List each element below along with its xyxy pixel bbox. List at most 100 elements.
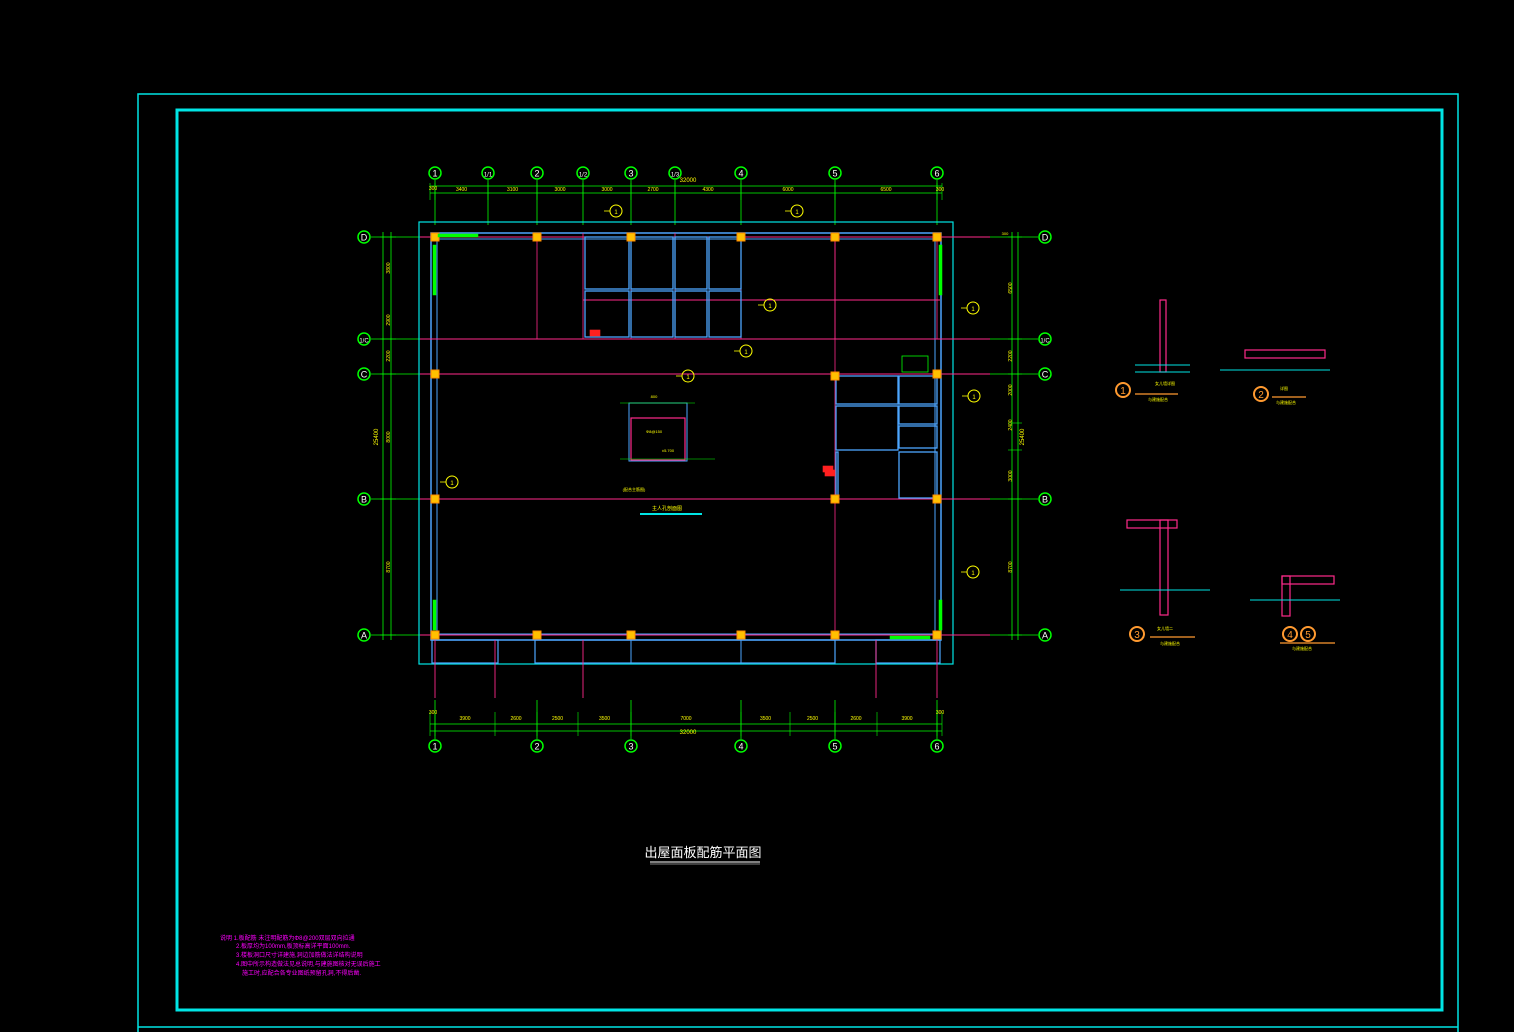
bottom-axis-5-bubble — [930, 739, 944, 753]
right-axis-0-bubble — [1038, 230, 1052, 244]
note-line: 3.楼板洞口尺寸详建施,洞边加筋做法详结构说明 — [236, 951, 363, 959]
perimeter-wall — [430, 232, 942, 641]
top-axis-2-label: 2 — [534, 169, 539, 179]
top-axis-3-label: 1/2 — [579, 173, 588, 179]
top-axis-2-bubble — [530, 166, 544, 180]
left-axis-4-bubble — [357, 628, 371, 642]
right-axis-4-label: A — [1042, 631, 1048, 641]
outer-frame — [137, 93, 1459, 1032]
balcony-right — [875, 639, 941, 664]
top-axis-5-label: 1/3 — [671, 173, 680, 179]
left-dim-value: 2200 — [386, 350, 392, 361]
top-axis-7-label: 5 — [832, 169, 837, 179]
right-axis-3-label: B — [1042, 495, 1048, 505]
top-dim-value: 6000 — [782, 187, 793, 193]
column — [932, 369, 942, 379]
left-axis-2-label: C — [361, 370, 368, 380]
right-dim-value: 6500 — [1008, 282, 1014, 293]
right-axis-0-label: D — [1042, 233, 1049, 243]
balcony-left — [431, 639, 499, 664]
top-dim-value: 4300 — [702, 187, 713, 193]
right-dim-value: 2200 — [1008, 350, 1014, 361]
top-dim-value: 3000 — [554, 187, 565, 193]
column — [430, 494, 440, 504]
detail-4-bubble — [1282, 626, 1298, 642]
detail-4-bubble-num: 4 — [1287, 630, 1293, 641]
bottom-axis-2-bubble — [624, 739, 638, 753]
bottom-axis-1-label: 2 — [534, 742, 539, 752]
bottom-dim-value: 2600 — [510, 716, 521, 722]
bottom-dim-value: 2500 — [552, 716, 563, 722]
bottom-axis-0-label: 1 — [432, 742, 437, 752]
detail-3-bubble-num: 3 — [1134, 630, 1140, 641]
bottom-axis-2-label: 3 — [628, 742, 633, 752]
general-notes: 说明 1.板配筋 未注明配筋为Φ8@200双层双向拉通 2.板厚均为100mm,… — [220, 934, 381, 977]
top-dim-value: 3100 — [507, 187, 518, 193]
column — [626, 630, 636, 640]
perimeter-wall-inner — [436, 238, 936, 635]
total-height-right: 25400 — [1020, 428, 1026, 445]
section-mark-number: 1 — [686, 375, 690, 381]
top-dim-value: 300 — [429, 186, 438, 192]
detail-3-sub: 与建施配合 — [1160, 640, 1180, 646]
elevator-room — [898, 375, 938, 405]
right-dim-value: 8700 — [1008, 561, 1014, 572]
tag — [589, 329, 601, 337]
column — [830, 232, 840, 242]
detail3-wall — [1159, 519, 1169, 616]
detail-45-sub: 与建施配合 — [1292, 645, 1312, 651]
edge-hatch — [938, 244, 943, 296]
right-axis-4-bubble — [1038, 628, 1052, 642]
center-section-sublabel: (配合主筋图) — [623, 486, 646, 492]
overall-dim-top: 32000 — [680, 178, 697, 184]
tag — [824, 469, 836, 477]
section-mark-number: 1 — [795, 210, 799, 216]
stair-room — [630, 290, 674, 338]
bottom-axis-3-bubble — [734, 739, 748, 753]
stair-room — [674, 236, 708, 290]
right-axis-1-bubble — [1038, 332, 1052, 346]
bottom-axis-0-bubble — [428, 739, 442, 753]
top-axis-0-bubble — [428, 166, 442, 180]
edge-hatch — [938, 599, 943, 631]
top-axis-5-bubble — [668, 166, 682, 180]
edge-hatch — [432, 599, 437, 631]
top-axis-8-label: 6 — [934, 169, 939, 179]
note-line: 2.板厚均为100mm,板顶标高详平面100mm. — [236, 942, 351, 950]
stair-room — [674, 290, 708, 338]
column — [430, 369, 440, 379]
column — [830, 371, 840, 381]
bottom-dim-value: 2500 — [807, 716, 818, 722]
detail-2-bubble — [1253, 386, 1269, 402]
detail1-wall — [1159, 299, 1167, 373]
stair-room — [708, 236, 742, 290]
elevator-room — [835, 405, 899, 451]
top-axis-7-bubble — [828, 166, 842, 180]
section-mark-number: 1 — [614, 210, 618, 216]
detail-3-label: 女儿墙二 — [1157, 625, 1173, 631]
detail-1-label: 女儿墙详图 — [1155, 380, 1175, 386]
column — [932, 494, 942, 504]
bottom-dim-value: 300 — [429, 710, 438, 716]
column — [830, 494, 840, 504]
total-height-left: 25400 — [374, 428, 380, 445]
top-dim-value: 2700 — [647, 187, 658, 193]
left-axis-3-bubble — [357, 492, 371, 506]
top-axis-1-bubble — [481, 166, 495, 180]
manhole-level: ±5.700 — [662, 448, 675, 453]
column — [932, 630, 942, 640]
left-axis-1-label: 1/C — [359, 339, 369, 345]
note-line: 4.图中所示构造做法见总说明,与建施图核对无误后施工 — [236, 960, 381, 968]
elevator-room — [898, 405, 938, 425]
bottom-dim-value: 3500 — [599, 716, 610, 722]
right-dim-value: 2000 — [1008, 384, 1014, 395]
left-axis-4-label: A — [361, 631, 367, 641]
bottom-axis-5-label: 6 — [934, 742, 939, 752]
top-dim-value: 3000 — [601, 187, 612, 193]
balcony-center — [534, 639, 836, 664]
bottom-dim-value: 7000 — [680, 716, 691, 722]
detail-2-sub: 与建施配合 — [1276, 399, 1296, 405]
